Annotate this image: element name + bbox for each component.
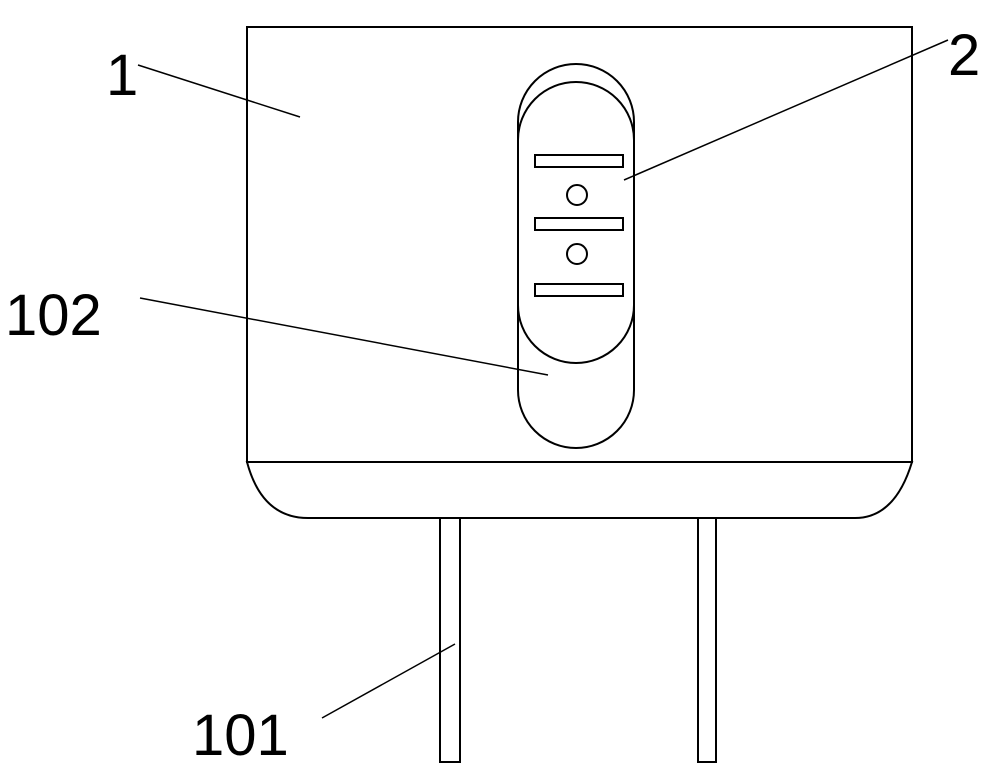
slider-hole-upper [566,184,588,206]
leader-line-pins [321,643,456,719]
leader-line-track [139,297,549,376]
plug-pin-right [697,517,717,763]
label-body: 1 [106,43,138,108]
leader-line-slider [623,39,949,181]
slider-outline [517,81,635,364]
label-pins: 101 [192,703,289,768]
leader-lines [137,39,949,719]
slider-slot-middle [534,217,624,231]
label-slider: 2 [948,23,980,88]
plug-pins [439,517,717,763]
slide-track [517,63,635,449]
slider-slot-bottom [534,283,624,297]
label-track: 102 [5,283,102,348]
slider-slot-top [534,154,624,168]
housing-lower-base [245,461,914,519]
housing [245,26,914,519]
plug-pin-left [439,517,461,763]
slider [517,81,635,364]
leader-line-body [137,64,301,118]
slider-hole-lower [566,243,588,265]
